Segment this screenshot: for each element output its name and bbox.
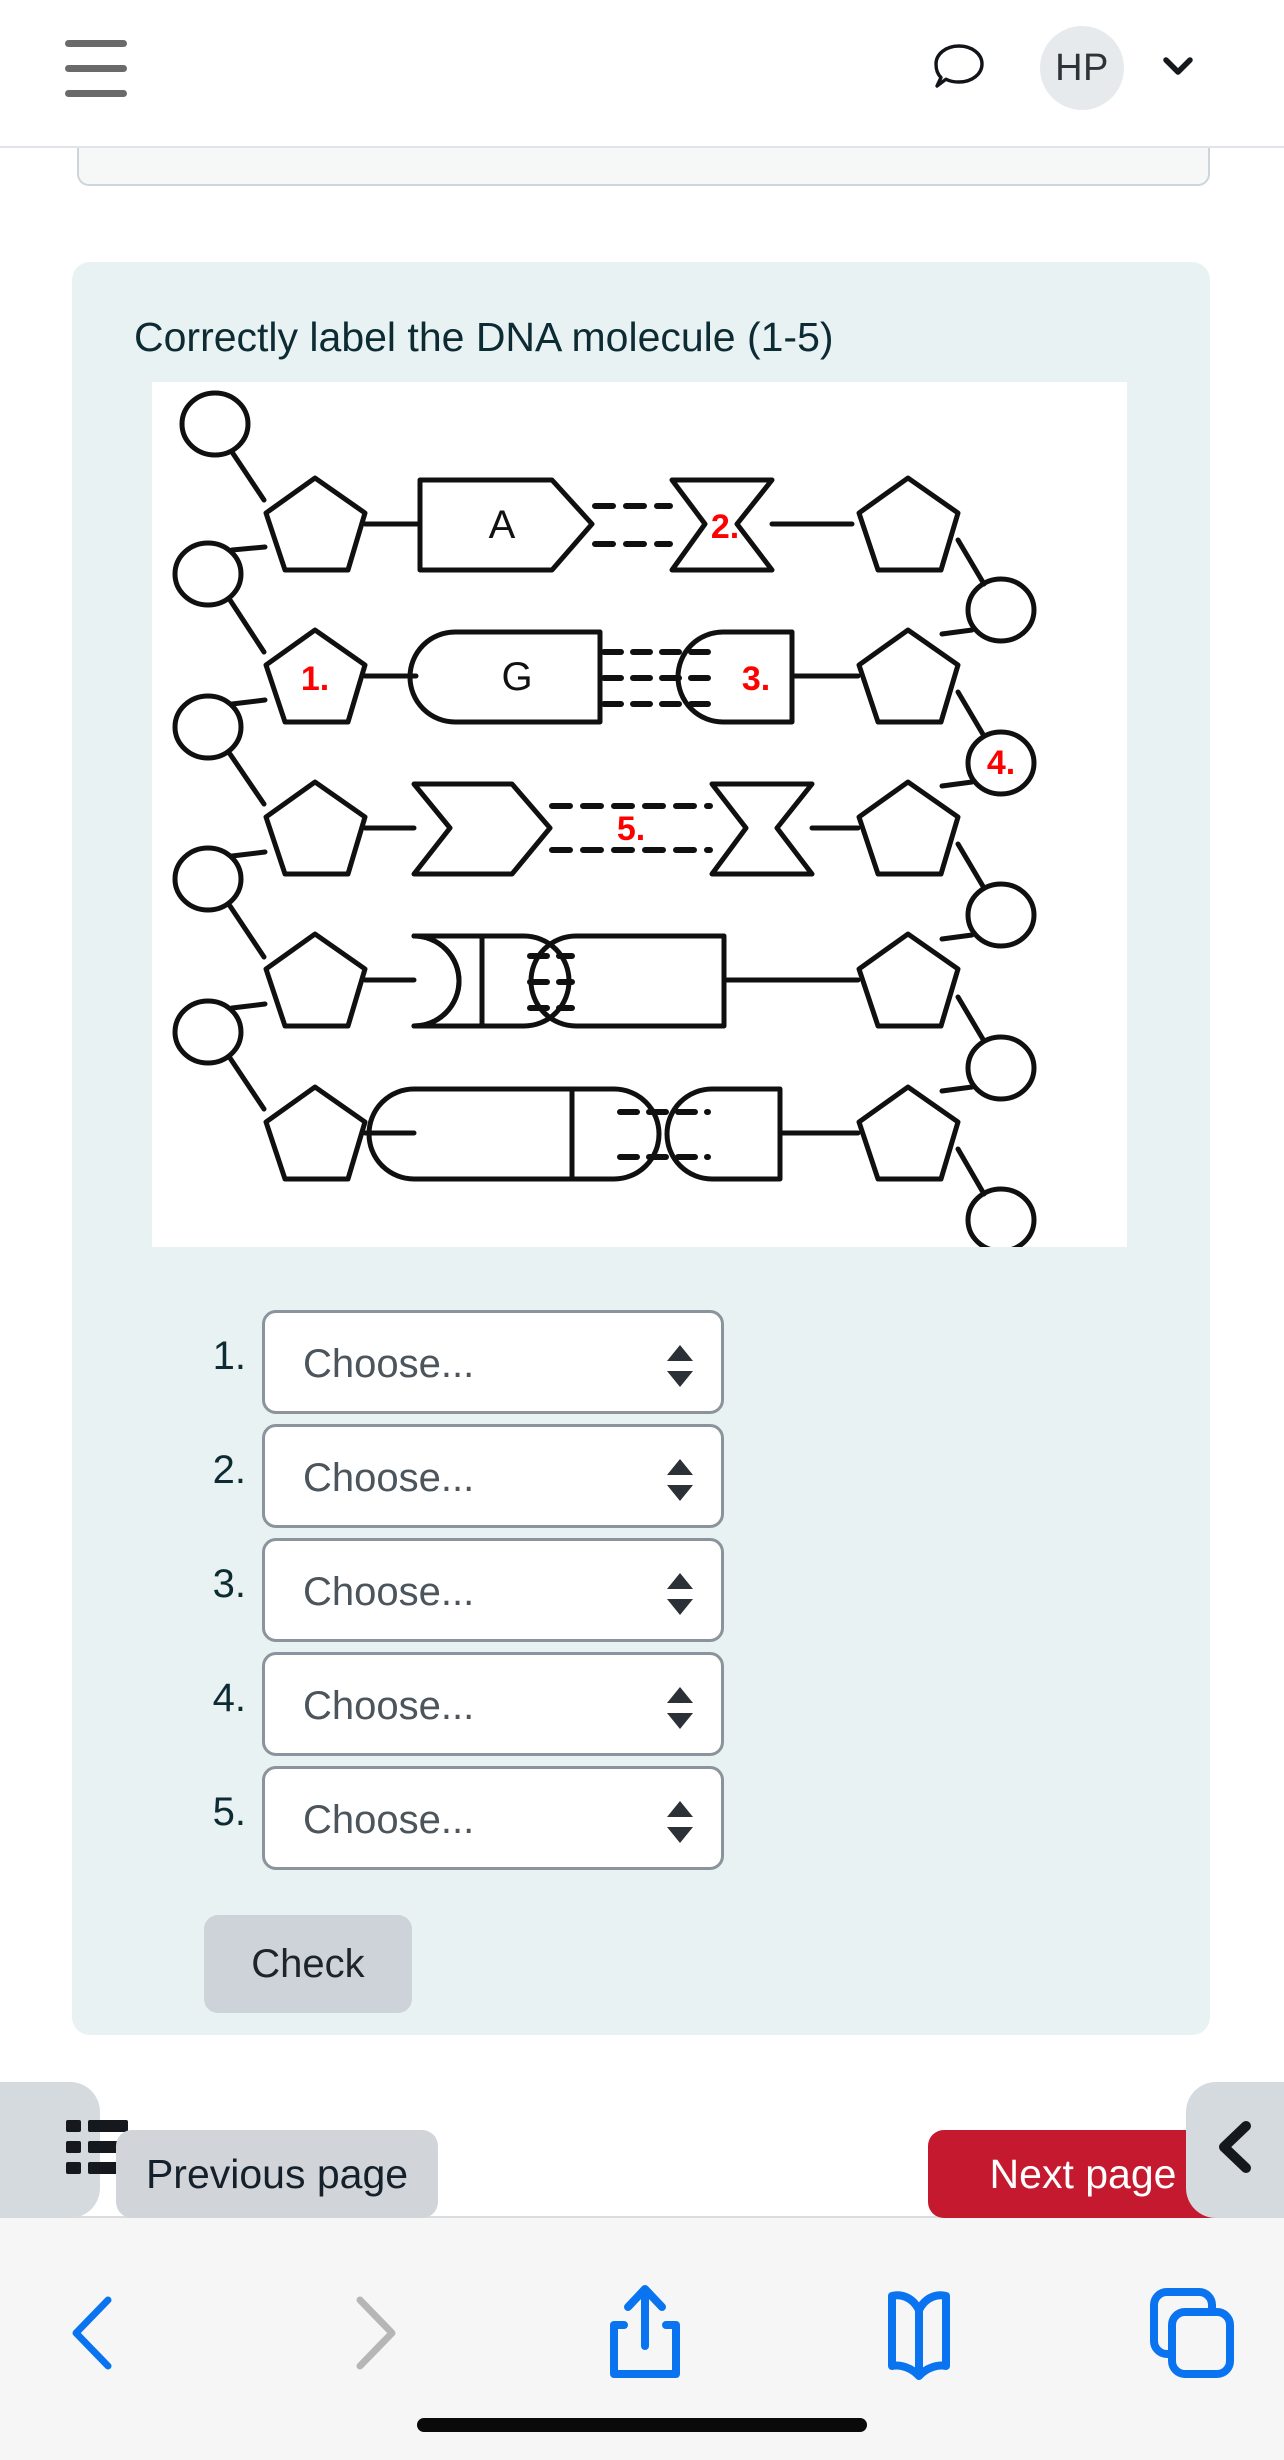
up-down-triangle-icon xyxy=(667,1345,693,1387)
chat-bubble-icon[interactable] xyxy=(930,38,988,96)
answer-select-5[interactable]: Choose... xyxy=(262,1766,724,1870)
answer-select-4[interactable]: Choose... xyxy=(262,1652,724,1756)
answer-select-2[interactable]: Choose... xyxy=(262,1424,724,1528)
chevron-left-icon[interactable] xyxy=(1212,2120,1260,2174)
answer-number: 3. xyxy=(212,1562,246,1606)
open-book-icon[interactable] xyxy=(864,2278,974,2388)
question-card: Correctly label the DNA molecule (1-5) xyxy=(72,262,1210,2035)
collapse-panel-tab[interactable] xyxy=(1186,2082,1284,2218)
chevron-left-icon[interactable] xyxy=(42,2278,152,2388)
answer-row: 1. Choose... xyxy=(134,1308,1144,1422)
up-down-triangle-icon xyxy=(667,1687,693,1729)
answer-list: 1. Choose... 2. Choose... 3. xyxy=(134,1308,1144,1878)
diagram-marker-3: 3. xyxy=(742,660,770,698)
question-title: Correctly label the DNA molecule (1-5) xyxy=(134,314,834,360)
answer-row: 4. Choose... xyxy=(134,1650,1144,1764)
base-letter-g: G xyxy=(501,655,532,699)
answer-select-value: Choose... xyxy=(303,1684,475,1728)
answer-select-value: Choose... xyxy=(303,1456,475,1500)
up-down-triangle-icon xyxy=(667,1573,693,1615)
answer-number: 2. xyxy=(212,1448,246,1492)
answer-row: 3. Choose... xyxy=(134,1536,1144,1650)
share-up-arrow-icon[interactable] xyxy=(590,2278,700,2388)
list-view-icon[interactable] xyxy=(66,2118,128,2176)
base-letter-a: A xyxy=(489,503,516,547)
hamburger-menu-icon[interactable] xyxy=(65,40,127,97)
hamburger-bar xyxy=(65,90,127,97)
answer-row: 2. Choose... xyxy=(134,1422,1144,1536)
answer-number: 1. xyxy=(212,1334,246,1378)
dna-diagram: A G 1. 2. 3. 4. 5. xyxy=(152,382,1127,1247)
home-indicator xyxy=(417,2418,867,2432)
chevron-down-icon[interactable] xyxy=(1160,48,1196,84)
answer-select-1[interactable]: Choose... xyxy=(262,1310,724,1414)
copy-tabs-icon[interactable] xyxy=(1136,2278,1246,2388)
answer-select-3[interactable]: Choose... xyxy=(262,1538,724,1642)
diagram-marker-1: 1. xyxy=(301,660,329,698)
hamburger-bar xyxy=(65,40,127,47)
site-header: HP xyxy=(0,0,1284,148)
diagram-marker-2: 2. xyxy=(711,508,739,546)
answer-number: 5. xyxy=(212,1790,246,1834)
answer-select-value: Choose... xyxy=(303,1798,475,1842)
diagram-marker-5: 5. xyxy=(617,810,645,848)
page-navigation-bar: Previous page Next page xyxy=(0,2060,1284,2218)
diagram-marker-4: 4. xyxy=(987,744,1015,782)
previous-page-button[interactable]: Previous page xyxy=(116,2130,438,2218)
up-down-triangle-icon xyxy=(667,1459,693,1501)
answer-number: 4. xyxy=(212,1676,246,1720)
hamburger-bar xyxy=(65,65,127,72)
toc-tab[interactable] xyxy=(0,2082,100,2218)
answer-row: 5. Choose... xyxy=(134,1764,1144,1878)
chevron-right-icon xyxy=(316,2278,426,2388)
avatar[interactable]: HP xyxy=(1040,26,1124,110)
previous-card-stub xyxy=(77,148,1210,186)
answer-select-value: Choose... xyxy=(303,1570,475,1614)
answer-select-value: Choose... xyxy=(303,1342,475,1386)
check-button[interactable]: Check xyxy=(204,1915,412,2013)
up-down-triangle-icon xyxy=(667,1801,693,1843)
